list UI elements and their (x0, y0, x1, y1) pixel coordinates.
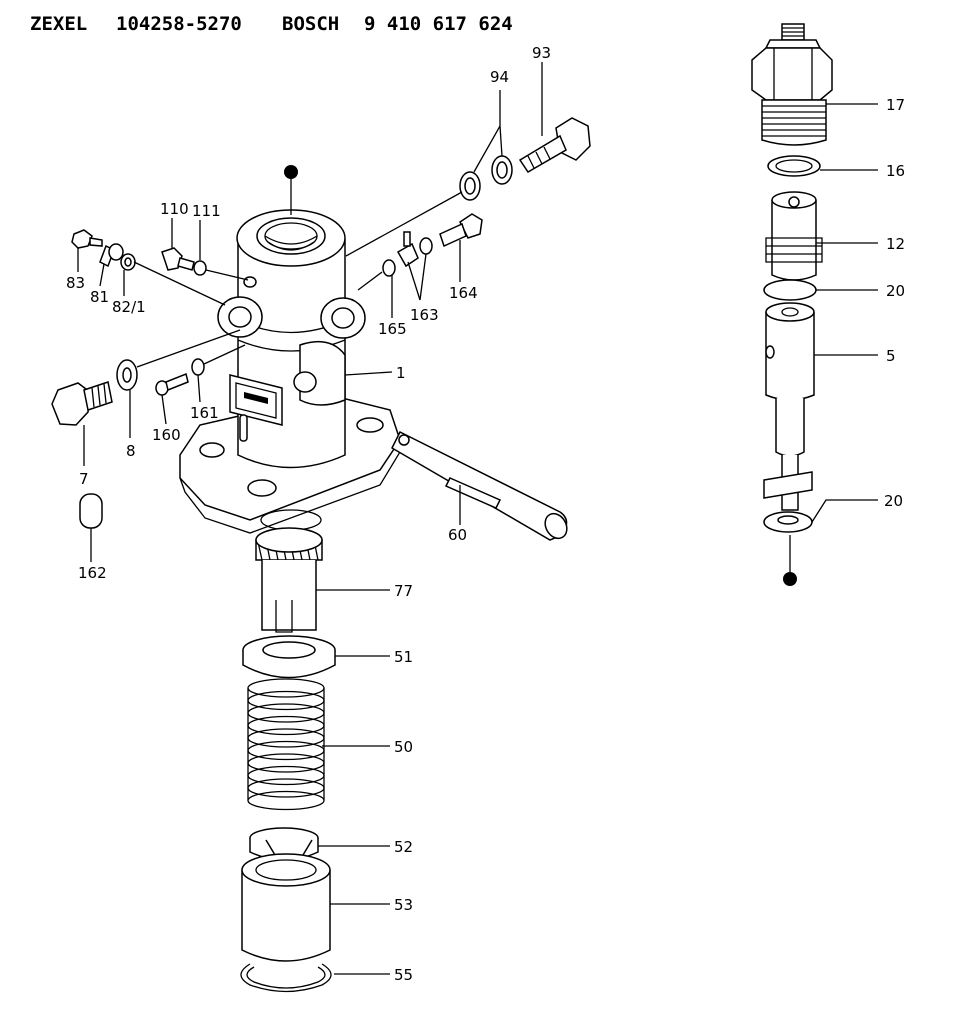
spring-seat-51 (242, 635, 336, 679)
label-20-lower: 20 (884, 492, 903, 510)
label-12: 12 (886, 235, 905, 253)
plug-bolt-7 (51, 381, 113, 426)
banjo-bolt-93 (518, 117, 591, 174)
spring-50 (247, 678, 325, 811)
label-110: 110 (160, 200, 189, 218)
reference-dot-top (284, 165, 298, 179)
label-60: 60 (448, 526, 467, 544)
pump-body (179, 209, 401, 534)
label-94: 94 (490, 68, 509, 86)
control-rod (391, 430, 568, 541)
fitting-163 (396, 231, 433, 268)
delivery-valve-holder-17 (751, 23, 833, 146)
label-82-1: 82/1 (112, 298, 146, 316)
label-16: 16 (886, 162, 905, 180)
label-53: 53 (394, 896, 413, 914)
o-ring-16 (767, 155, 821, 177)
leader-lines (77, 62, 878, 975)
screw-160 (155, 372, 189, 396)
o-ring-20-upper (763, 279, 817, 301)
washer-165 (382, 259, 396, 277)
tappet-53 (241, 853, 331, 962)
zexel-part-number: 104258-5270 (116, 13, 242, 35)
reference-dot-bottom (783, 572, 797, 586)
label-50: 50 (394, 738, 413, 756)
seal-washers-94 (459, 155, 513, 201)
label-164: 164 (449, 284, 478, 302)
label-55: 55 (394, 966, 413, 984)
label-165: 165 (378, 320, 407, 338)
label-5: 5 (886, 347, 896, 365)
label-8: 8 (126, 442, 136, 460)
part-labels: 17 16 12 20 5 20 1 60 77 51 50 52 53 55 … (66, 44, 905, 984)
bosch-part-number: 9 410 617 624 (364, 13, 513, 35)
label-51: 51 (394, 648, 413, 666)
delivery-valve-12 (765, 191, 823, 281)
label-7: 7 (79, 470, 89, 488)
label-111: 111 (192, 202, 221, 220)
label-17: 17 (886, 96, 905, 114)
key-162 (79, 493, 103, 529)
label-93: 93 (532, 44, 551, 62)
screw-83 (71, 229, 103, 249)
brand-zexel: ZEXEL (30, 13, 87, 35)
bleed-screw-110 (161, 247, 195, 271)
label-1: 1 (396, 364, 406, 382)
label-161: 161 (190, 404, 219, 422)
washer-8 (116, 359, 138, 391)
label-163: 163 (410, 306, 439, 324)
control-sleeve-77 (255, 527, 323, 633)
label-52: 52 (394, 838, 413, 856)
label-160: 160 (152, 426, 181, 444)
washer-161 (191, 358, 205, 376)
circlip-55 (240, 963, 332, 993)
barrel-plunger-5 (763, 302, 815, 511)
brand-bosch: BOSCH (282, 13, 339, 35)
washer-111 (193, 260, 207, 276)
label-83: 83 (66, 274, 85, 292)
spring-coil (247, 790, 325, 811)
header: ZEXEL 104258-5270 BOSCH 9 410 617 624 (30, 13, 513, 35)
label-81: 81 (90, 288, 109, 306)
label-162: 162 (78, 564, 107, 582)
label-77: 77 (394, 582, 413, 600)
o-ring-20-lower (763, 511, 813, 533)
spring-outline (247, 688, 325, 800)
label-20-upper: 20 (886, 282, 905, 300)
washer-82-1 (108, 243, 136, 271)
screw-164 (439, 213, 483, 248)
